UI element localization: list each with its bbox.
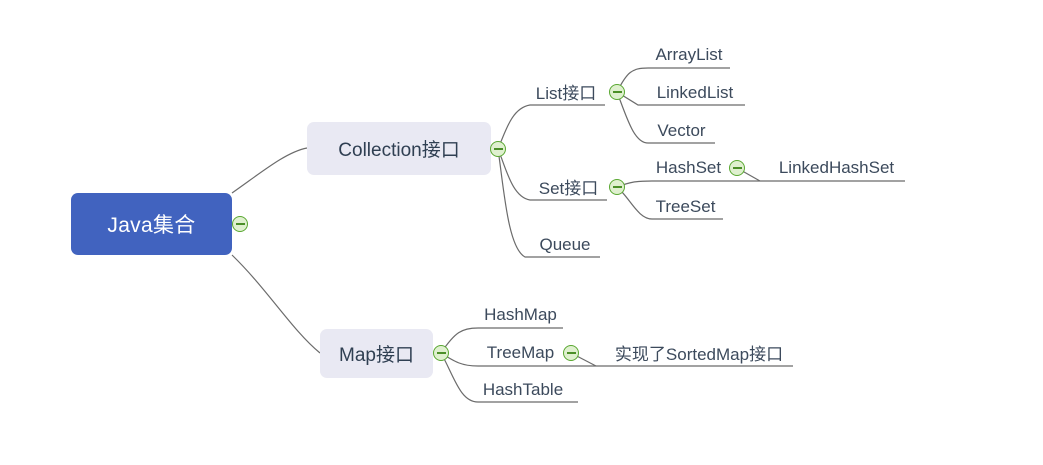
collapse-minus-icon-map[interactable] <box>433 345 449 361</box>
node-hashtable-label: HashTable <box>482 379 564 399</box>
node-treeset[interactable]: TreeSet <box>648 194 723 219</box>
node-queue-label: Queue <box>539 234 591 254</box>
node-linkedhashset[interactable]: LinkedHashSet <box>769 155 904 180</box>
node-hashset[interactable]: HashSet <box>648 155 729 180</box>
node-collection-interface[interactable]: Collection接口 <box>307 122 491 175</box>
edge-collection-list <box>497 104 605 150</box>
node-map-interface[interactable]: Map接口 <box>320 329 433 378</box>
node-set-label: Set接口 <box>538 179 599 198</box>
node-list-interface[interactable]: List接口 <box>527 79 605 104</box>
node-hashmap[interactable]: HashMap <box>478 302 563 327</box>
collapse-minus-icon-list[interactable] <box>609 84 625 100</box>
node-vector[interactable]: Vector <box>648 118 715 143</box>
node-hashmap-label: HashMap <box>484 304 557 324</box>
node-arraylist-label: ArrayList <box>655 44 723 64</box>
node-arraylist[interactable]: ArrayList <box>648 42 730 67</box>
node-queue[interactable]: Queue <box>530 232 600 257</box>
edge-root-map <box>231 254 321 354</box>
node-root-java-collections[interactable]: Java集合 <box>71 193 232 255</box>
node-treemap[interactable]: TreeMap <box>478 340 563 365</box>
edge-set-hashset <box>616 180 905 188</box>
node-linkedlist[interactable]: LinkedList <box>645 80 745 105</box>
node-vector-label: Vector <box>657 120 706 140</box>
node-list-label: List接口 <box>535 84 597 103</box>
edge-root-collection <box>231 147 308 194</box>
node-set-interface[interactable]: Set接口 <box>530 174 607 199</box>
collapse-minus-icon-set[interactable] <box>609 179 625 195</box>
node-linkedlist-label: LinkedList <box>656 82 734 102</box>
node-hashset-label: HashSet <box>655 157 722 177</box>
node-sortedmap-note[interactable]: 实现了SortedMap接口 <box>604 340 794 365</box>
node-map-label: Map接口 <box>339 345 414 366</box>
collapse-minus-icon-root[interactable] <box>232 216 248 232</box>
collapse-minus-icon-hashset[interactable] <box>729 160 745 176</box>
node-treeset-label: TreeSet <box>655 196 716 216</box>
node-root-label: Java集合 <box>107 214 196 237</box>
collapse-minus-icon-treemap[interactable] <box>563 345 579 361</box>
node-collection-label: Collection接口 <box>338 140 460 161</box>
node-treemap-label: TreeMap <box>486 342 555 362</box>
node-sortedmap-note-label: 实现了SortedMap接口 <box>614 345 784 364</box>
node-linkedhashset-label: LinkedHashSet <box>778 157 895 177</box>
collapse-minus-icon-collection[interactable] <box>490 141 506 157</box>
node-hashtable[interactable]: HashTable <box>478 377 568 402</box>
